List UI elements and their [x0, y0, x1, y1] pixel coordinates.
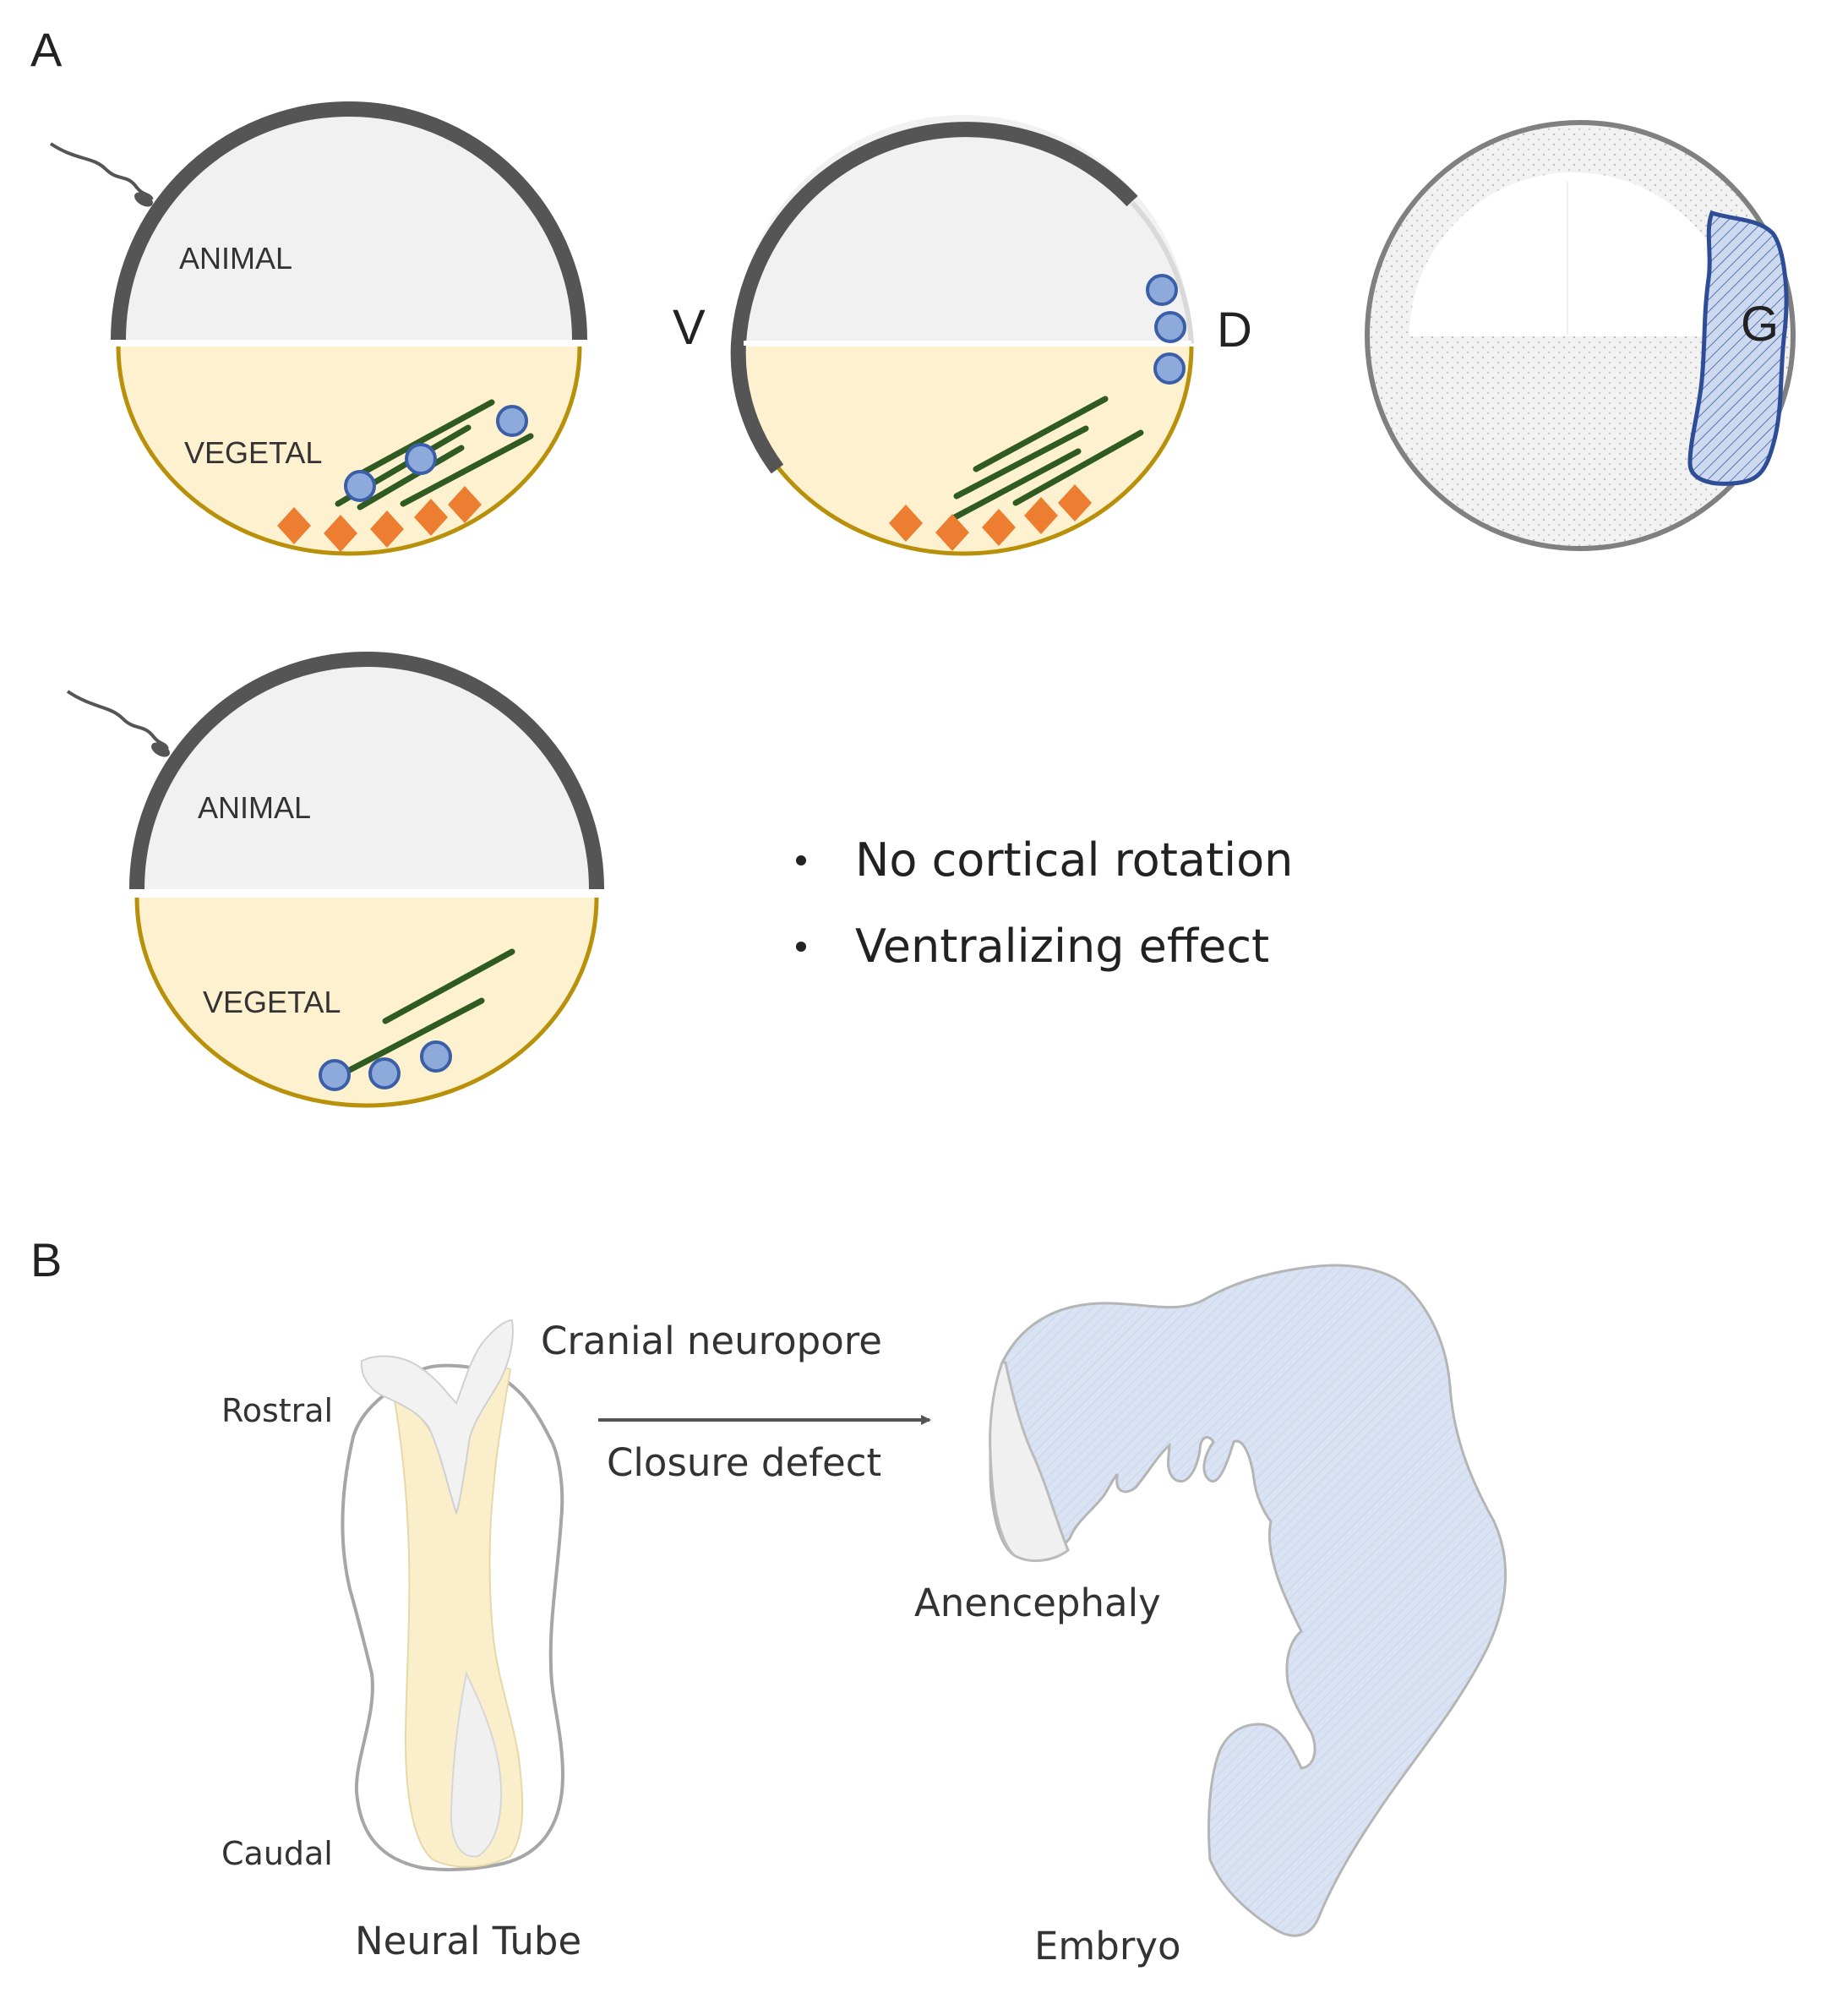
neuropore-opening [360, 1319, 514, 1515]
embryo-body [989, 1264, 1507, 1937]
determinant-diamond [889, 505, 923, 542]
dishevelled-particle [319, 1059, 351, 1091]
neural-tube-diagram: Rostral Caudal Neural Tube [221, 1319, 581, 1963]
egg-2-cortical-rotation: V D [673, 115, 1252, 556]
microtubule [400, 433, 534, 507]
embryo-label: Embryo [1034, 1924, 1181, 1968]
exposed-neural-tissue [989, 1361, 1070, 1562]
egg-1-animal-label: ANIMAL [179, 241, 292, 276]
panel-a-label: A [30, 23, 63, 76]
dishevelled-particle [496, 405, 528, 437]
determinant-diamond [982, 509, 1016, 546]
microtubule [357, 445, 465, 511]
egg-1-animal-hemisphere [118, 109, 580, 340]
rostral-label: Rostral [221, 1392, 333, 1429]
egg-2-dishevelled-particles [1146, 274, 1186, 385]
bullet-dot [796, 942, 806, 952]
egg-1-determinants [277, 486, 482, 552]
microtubule [973, 396, 1109, 472]
anencephaly-label: Anencephaly [914, 1581, 1161, 1625]
dorsal-label: D [1217, 303, 1252, 358]
microtubule [1012, 429, 1144, 506]
closure-defect-transition: Cranial neuropore Closure defect [541, 1319, 931, 1485]
caudal-lumen [450, 1670, 503, 1858]
egg-4-vegetal-rim [134, 897, 599, 1108]
determinant-diamond [324, 515, 357, 552]
egg-2-vegetal-hemisphere [735, 347, 1191, 554]
egg-1-cortex [111, 101, 587, 341]
ventral-label: V [673, 300, 706, 355]
determinant-diamond [1024, 497, 1058, 534]
microtubule [953, 425, 1089, 500]
microtubule [343, 997, 485, 1075]
egg-2-determinants [889, 484, 1092, 551]
egg-4-sperm-head [151, 742, 170, 757]
dishevelled-particle [368, 1057, 401, 1089]
cranial-neuropore-label: Cranial neuropore [541, 1319, 882, 1363]
dishevelled-particle [420, 1040, 452, 1073]
egg-1-fertilized: ANIMAL VEGETAL [49, 101, 587, 556]
dishevelled-particle [344, 470, 376, 502]
egg-2-rotated-cortex [730, 122, 1138, 474]
egg-3-blastula: G [1365, 120, 1796, 551]
bullet-dot [796, 855, 806, 865]
egg-4-no-rotation: ANIMAL VEGETAL [66, 652, 604, 1108]
egg-4-vegetal-hemisphere [137, 898, 597, 1106]
egg-4-cortex [129, 652, 604, 890]
determinant-diamond [370, 511, 404, 548]
egg-4-animal-label: ANIMAL [198, 790, 311, 825]
bullet-no-cortical-rotation: No cortical rotation [855, 833, 1293, 887]
organizer-region [1687, 210, 1789, 486]
microtubule [347, 399, 495, 483]
neural-tube-label: Neural Tube [355, 1919, 581, 1963]
microtubule [382, 948, 515, 1024]
dishevelled-particle [405, 443, 437, 475]
egg-3-blastocoel [1409, 172, 1737, 336]
egg-1-dishevelled-particles [344, 405, 528, 502]
egg-1-sperm-tail [49, 142, 154, 201]
determinant-diamond [935, 514, 969, 551]
egg-4-dishevelled-particles [319, 1040, 452, 1091]
organizer-label: G [1741, 297, 1779, 352]
egg-1-vegetal-label: VEGETAL [184, 435, 322, 470]
egg-4-animal-hemisphere [137, 659, 597, 889]
egg-1-microtubules [335, 399, 534, 511]
microtubule [951, 448, 1082, 521]
egg-4-microtubules [343, 948, 515, 1075]
determinant-diamond [1058, 484, 1092, 521]
egg-1-vegetal-rim [116, 346, 582, 556]
panel-b-label: B [30, 1233, 62, 1286]
egg-4-sperm-tail [66, 690, 169, 750]
egg-2-dorsal-edge [1130, 200, 1194, 344]
bullet-ventralizing-effect: Ventralizing effect [855, 920, 1269, 973]
dishevelled-particle [1153, 352, 1186, 385]
egg-2-animal-hemisphere [735, 115, 1191, 343]
egg-4-vegetal-label: VEGETAL [203, 985, 341, 1019]
determinant-diamond [414, 499, 448, 536]
closure-defect-label: Closure defect [607, 1440, 881, 1485]
dishevelled-particle [1146, 274, 1178, 306]
caudal-label: Caudal [221, 1835, 333, 1872]
embryo-diagram: Anencephaly Embryo [914, 1264, 1507, 1968]
dishevelled-particle [1154, 311, 1186, 343]
egg-1-sperm-head [134, 192, 153, 207]
determinant-diamond [277, 507, 311, 544]
egg-2-microtubules [951, 396, 1144, 521]
determinant-diamond [448, 486, 482, 523]
bullet-list: No cortical rotation Ventralizing effect [796, 833, 1293, 973]
